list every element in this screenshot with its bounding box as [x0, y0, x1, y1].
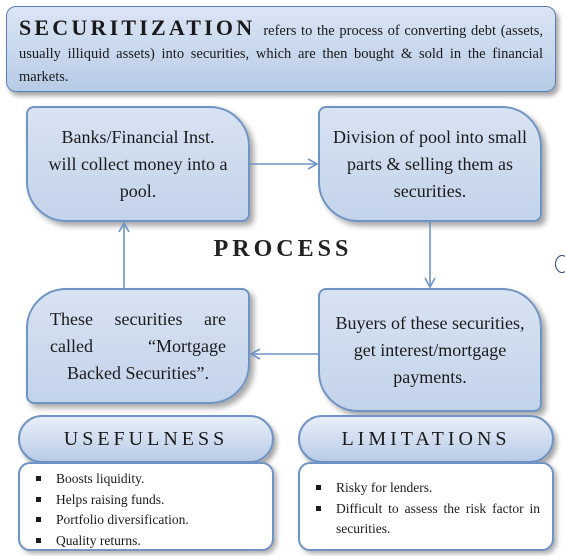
usefulness-header: USEFULNESS — [18, 415, 274, 463]
list-item: Boosts liquidity. — [34, 469, 262, 490]
step-divide-pool-text: Division of pool into small parts & sell… — [332, 126, 527, 201]
step-buyers-payments-text: Buyers of these securities, get interest… — [335, 312, 525, 387]
usefulness-title: USEFULNESS — [63, 427, 229, 450]
list-item: Risky for lenders. — [314, 478, 540, 499]
limitations-list-box: Risky for lenders. Difficult to assess t… — [298, 462, 554, 551]
usefulness-list-box: Boosts liquidity. Helps raising funds. P… — [18, 462, 274, 551]
list-item: Helps raising funds. — [34, 490, 262, 511]
list-item: Difficult to assess the risk factor in s… — [314, 499, 540, 540]
limitations-header: LIMITATIONS — [298, 415, 554, 463]
usefulness-list: Boosts liquidity. Helps raising funds. P… — [34, 469, 262, 551]
list-item: Quality returns. — [34, 531, 262, 552]
step-collect-pool: Banks/Financial Inst. will collect money… — [26, 106, 250, 222]
list-item: Portfolio diversification. — [34, 510, 262, 531]
limitations-list: Risky for lenders. Difficult to assess t… — [314, 478, 540, 540]
step-divide-pool: Division of pool into small parts & sell… — [318, 106, 542, 222]
limitations-title: LIMITATIONS — [341, 427, 511, 450]
step-mortgage-backed: These securities are called “Mortgage Ba… — [26, 288, 250, 404]
banner-description: refers to the process of converting debt… — [19, 23, 543, 85]
step-mortgage-backed-text: These securities are called “Mortgage Ba… — [50, 308, 226, 383]
process-label: PROCESS — [213, 236, 353, 262]
step-collect-pool-text: Banks/Financial Inst. will collect money… — [48, 126, 228, 201]
step-buyers-payments: Buyers of these securities, get interest… — [318, 288, 542, 412]
partial-shape-edge — [555, 255, 565, 273]
banner-title: SECURITIZATION — [19, 15, 256, 40]
